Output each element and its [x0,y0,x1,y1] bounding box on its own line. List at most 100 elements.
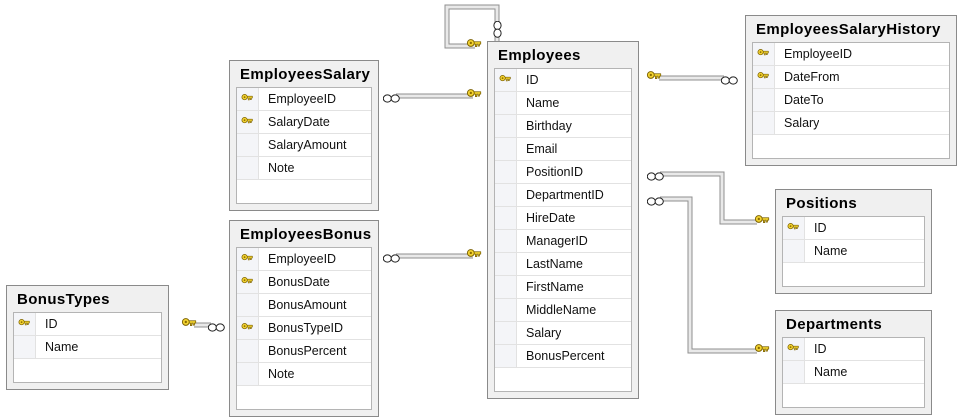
column-grid: ID Name [782,216,925,287]
column-row[interactable]: HireDate [495,207,631,230]
column-name: DateTo [784,93,824,107]
many-cardinality-icon [646,194,664,212]
rel-employees-manager-self[interactable] [445,5,499,48]
column-row[interactable]: FirstName [495,276,631,299]
table-title: EmployeesSalaryHistory [756,21,941,38]
many-cardinality-icon [646,169,664,187]
column-gutter [783,361,805,383]
column-name: SalaryDate [268,115,330,129]
many-cardinality-icon [382,91,400,109]
column-row[interactable]: Email [495,138,631,161]
column-name: Birthday [526,119,572,133]
column-name: BonusTypeID [268,321,344,335]
column-row[interactable]: DateFrom [753,66,949,89]
column-row[interactable]: DateTo [753,89,949,112]
column-name: HireDate [526,211,576,225]
column-row[interactable]: SalaryDate [237,111,371,134]
column-gutter [237,340,259,362]
column-gutter [495,276,517,298]
column-name: BonusDate [268,275,330,289]
column-name: EmployeeID [784,47,853,61]
column-row[interactable]: EmployeeID [237,88,371,111]
column-row[interactable]: DepartmentID [495,184,631,207]
column-name: Salary [526,326,562,340]
column-gutter [783,384,805,407]
column-row[interactable]: Name [495,92,631,115]
column-gutter [237,134,259,156]
column-row[interactable]: BonusAmount [237,294,371,317]
primary-key-icon [14,313,36,335]
column-name: ID [814,221,827,235]
column-row[interactable]: Note [237,363,371,386]
column-row[interactable]: ManagerID [495,230,631,253]
column-name: Name [814,244,848,258]
column-gutter [495,161,517,183]
column-name: MiddleName [526,303,597,317]
empty-column-row[interactable] [237,180,371,203]
column-row[interactable]: SalaryAmount [237,134,371,157]
column-row[interactable]: ID [783,217,924,240]
column-gutter [495,207,517,229]
column-gutter [237,294,259,316]
column-name: EmployeeID [268,92,337,106]
column-row[interactable]: PositionID [495,161,631,184]
column-row[interactable]: ID [783,338,924,361]
column-name: Note [268,367,295,381]
empty-column-row[interactable] [237,386,371,409]
column-name: LastName [526,257,583,271]
many-cardinality-icon [720,73,738,91]
column-row[interactable]: Name [783,361,924,384]
table-title: Positions [786,195,858,212]
column-gutter [495,345,517,367]
column-row[interactable]: Salary [495,322,631,345]
column-name: DepartmentID [526,188,604,202]
column-gutter [495,92,517,114]
table-title: Departments [786,316,883,333]
column-row[interactable]: Name [783,240,924,263]
column-row[interactable]: MiddleName [495,299,631,322]
column-gutter [237,386,259,409]
rel-employees-departments[interactable] [660,197,757,353]
column-row[interactable]: BonusTypeID [237,317,371,340]
column-row[interactable]: EmployeeID [237,248,371,271]
column-row[interactable]: BonusDate [237,271,371,294]
empty-column-row[interactable] [753,135,949,158]
column-row[interactable]: Salary [753,112,949,135]
column-name: Salary [784,116,820,130]
column-name: FirstName [526,280,584,294]
column-name: ManagerID [526,234,588,248]
column-name: Name [814,365,848,379]
empty-column-row[interactable] [783,384,924,407]
column-name: DateFrom [784,70,840,84]
primary-key-icon [237,271,259,293]
column-row[interactable]: Note [237,157,371,180]
column-name: PositionID [526,165,583,179]
column-gutter [14,336,36,358]
column-gutter [495,230,517,252]
empty-column-row[interactable] [495,368,631,391]
column-gutter [237,180,259,203]
column-row[interactable]: Birthday [495,115,631,138]
column-gutter [783,240,805,262]
empty-column-row[interactable] [783,263,924,286]
column-gutter [14,359,36,382]
column-row[interactable]: EmployeeID [753,43,949,66]
column-name: Name [526,96,560,110]
column-row[interactable]: BonusPercent [495,345,631,368]
column-row[interactable]: ID [495,69,631,92]
column-row[interactable]: BonusPercent [237,340,371,363]
column-row[interactable]: ID [14,313,161,336]
column-row[interactable]: LastName [495,253,631,276]
empty-column-row[interactable] [14,359,161,382]
column-row[interactable]: Name [14,336,161,359]
column-name: Note [268,161,295,175]
column-name: ID [526,73,539,87]
